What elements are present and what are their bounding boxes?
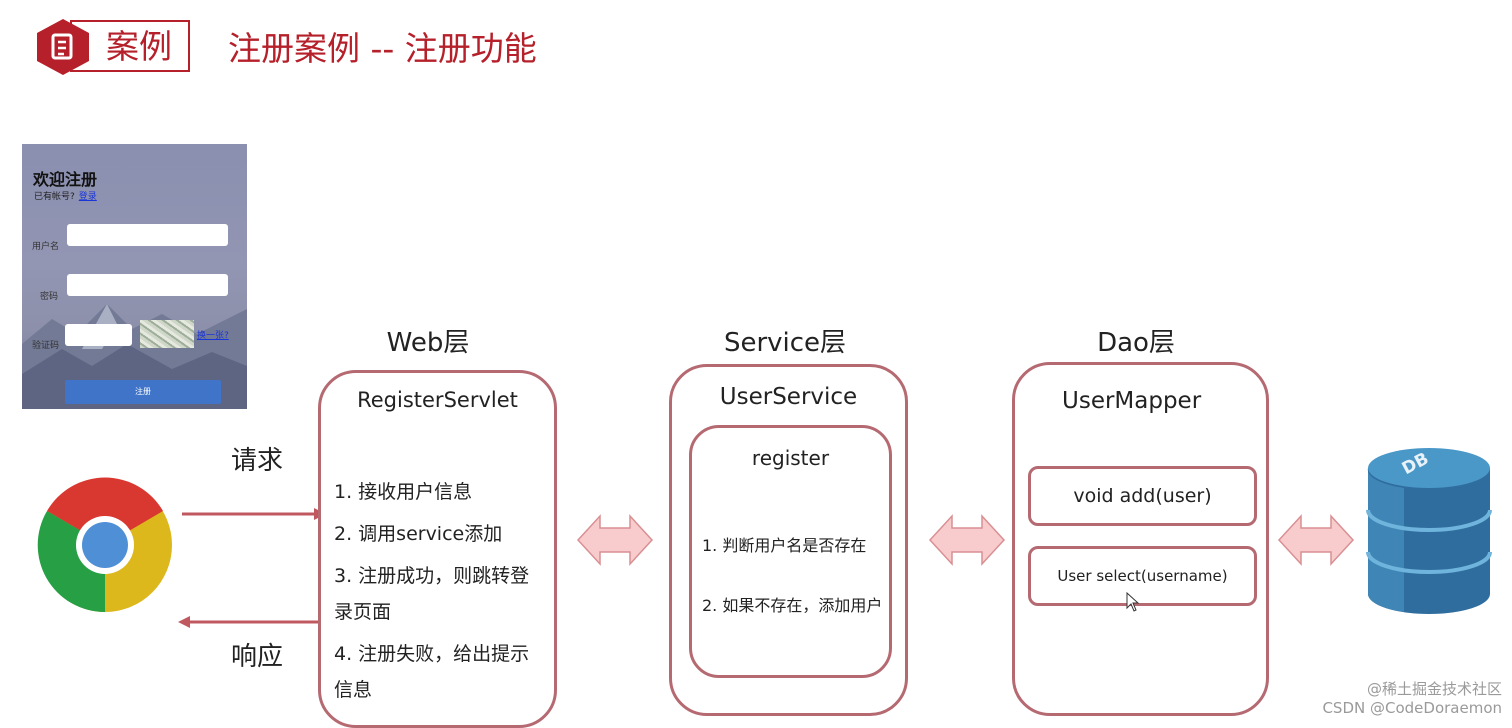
register-method-name: register	[751, 446, 830, 470]
mouse-cursor-icon	[1126, 592, 1140, 612]
badge-label: 案例	[106, 27, 172, 66]
web-steps: 1. 接收用户信息 2. 调用service添加 3. 注册成功，则跳转登 录页…	[334, 474, 554, 708]
dao-db-double-arrow	[1277, 514, 1355, 566]
login-link[interactable]: 登录	[78, 192, 97, 202]
watermark-line-2: CSDN @CodeDoraemon	[1322, 699, 1502, 717]
database-icon	[1366, 448, 1492, 614]
code-input[interactable]	[65, 324, 132, 346]
form-subtitle: 已有帐号?登录	[34, 189, 97, 202]
watermark: @稀土掘金技术社区 CSDN @CodeDoraemon	[1290, 680, 1502, 718]
service-dao-double-arrow	[928, 514, 1006, 566]
response-label: 响应	[231, 642, 284, 672]
chrome-browser-icon	[37, 477, 172, 613]
add-method-label: void add(user)	[1073, 485, 1212, 507]
service-step-1: 1. 判断用户名是否存在	[702, 536, 867, 555]
register-servlet-name: RegisterServlet	[357, 388, 518, 412]
user-service-name: UserService	[719, 384, 858, 410]
web-step-3: 3. 注册成功，则跳转登	[334, 565, 530, 587]
dao-layer-title: Dao层	[1097, 328, 1175, 358]
form-title: 欢迎注册	[33, 170, 98, 189]
web-service-double-arrow	[576, 514, 654, 566]
add-method-box: void add(user)	[1028, 466, 1257, 526]
web-step-2: 2. 调用service添加	[334, 523, 503, 545]
user-mapper-name: UserMapper	[1062, 388, 1202, 414]
username-input[interactable]	[67, 224, 228, 246]
service-step-2: 2. 如果不存在，添加用户	[702, 596, 883, 615]
password-label: 密码	[40, 292, 59, 302]
register-method-box	[689, 425, 892, 678]
password-input[interactable]	[67, 274, 228, 296]
web-step-3-cont: 录页面	[334, 601, 392, 623]
code-label: 验证码	[32, 341, 60, 351]
web-step-1: 1. 接收用户信息	[334, 481, 473, 503]
response-arrow	[178, 616, 322, 628]
request-arrow	[182, 508, 326, 520]
register-form-screenshot: 欢迎注册 已有帐号?登录 用户名 密码 验证码 换一张? 注册	[22, 144, 247, 409]
change-captcha-link[interactable]: 换一张?	[197, 331, 229, 341]
web-layer-title: Web层	[386, 328, 470, 358]
service-layer-title: Service层	[723, 328, 847, 358]
web-step-4: 4. 注册失败，给出提示	[334, 643, 530, 665]
web-step-4-cont: 信息	[334, 679, 373, 701]
page-title: 注册案例 -- 注册功能	[228, 29, 537, 68]
select-method-box: User select(username)	[1028, 546, 1257, 606]
have-account-text: 已有帐号?	[34, 192, 75, 202]
web-layer-box	[318, 370, 557, 728]
watermark-line-1: @稀土掘金技术社区	[1366, 680, 1502, 698]
document-hexagon-icon	[37, 19, 89, 75]
request-label: 请求	[231, 446, 284, 476]
register-button[interactable]: 注册	[65, 380, 221, 404]
select-method-label: User select(username)	[1057, 567, 1228, 585]
username-label: 用户名	[32, 242, 60, 252]
captcha-image[interactable]	[140, 320, 194, 348]
dao-layer-box	[1012, 362, 1269, 716]
